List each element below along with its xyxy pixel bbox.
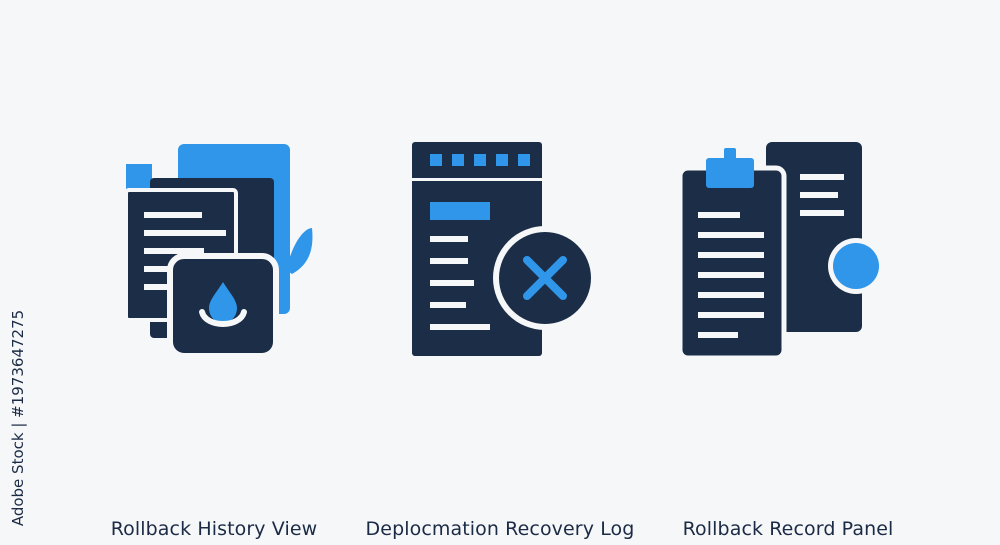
document-stack-with-drop-icon: [124, 144, 313, 359]
watermark-text: Adobe Stock | #1973647275: [9, 309, 27, 526]
icon-caption: Deplocmation Recovery Log: [365, 518, 635, 540]
clipboard-with-panel-icon: [677, 142, 884, 361]
icon-caption: Rollback History View: [110, 518, 318, 540]
stock-watermark: Adobe Stock | #1973647275: [6, 300, 30, 535]
log-document-with-x-icon: [412, 142, 597, 356]
icon-card-recovery-log: Deplocmation Recovery Log: [360, 130, 640, 540]
icon-card-rollback-record: Rollback Record Panel: [648, 130, 928, 540]
icon-caption: Rollback Record Panel: [682, 518, 894, 540]
icon-card-rollback-history: Rollback History View: [74, 130, 354, 540]
